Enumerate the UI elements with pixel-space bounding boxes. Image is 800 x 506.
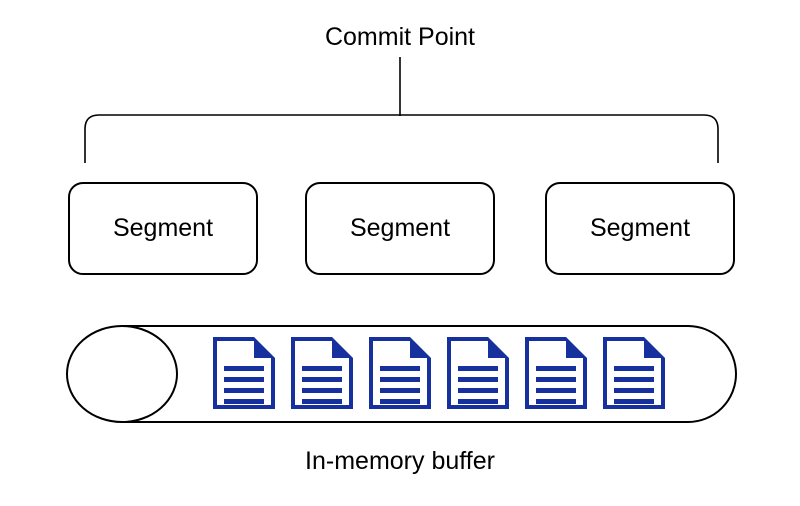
commit-point-label: Commit Point — [324, 23, 476, 51]
document-icon — [603, 337, 665, 409]
document-icon — [213, 337, 275, 409]
segment-label-1: Segment — [112, 214, 214, 242]
segment-box-3: Segment — [545, 182, 735, 275]
segment-box-2: Segment — [305, 182, 495, 275]
document-text-lines — [224, 366, 264, 404]
document-icon — [525, 337, 587, 409]
buffer-label: In-memory buffer — [305, 447, 495, 475]
segment-box-1: Segment — [68, 182, 258, 275]
buffer-cylinder-body — [122, 325, 737, 423]
grouping-bracket — [84, 114, 719, 163]
document-text-lines — [536, 366, 576, 404]
document-text-lines — [380, 366, 420, 404]
segment-label-3: Segment — [589, 214, 691, 242]
document-icon — [447, 337, 509, 409]
document-text-lines — [302, 366, 342, 404]
document-text-lines — [458, 366, 498, 404]
document-row — [213, 337, 665, 409]
segment-label-2: Segment — [349, 214, 451, 242]
document-text-lines — [614, 366, 654, 404]
document-icon — [369, 337, 431, 409]
document-icon — [291, 337, 353, 409]
buffer-cylinder-cap — [66, 325, 178, 423]
